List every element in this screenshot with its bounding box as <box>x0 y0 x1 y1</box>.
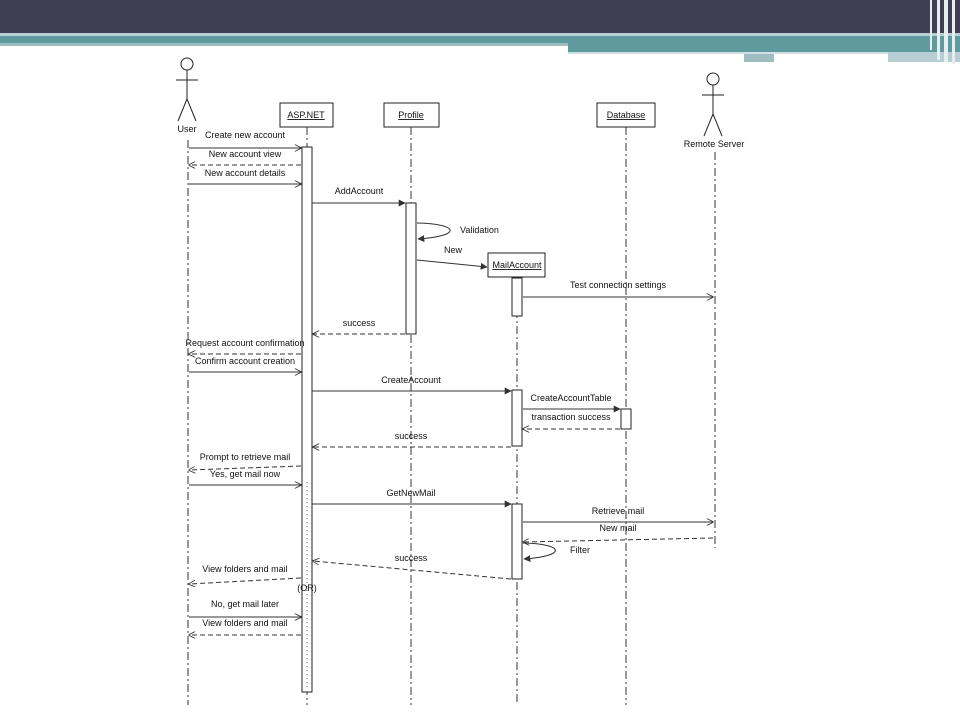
msg-no-get-mail-later-label: No, get mail later <box>211 599 279 609</box>
database-activation <box>620 408 632 430</box>
msg-success-create-label: success <box>395 431 428 441</box>
profile-object-label: Profile <box>398 110 424 120</box>
remote-server-actor-label: Remote Server <box>684 139 745 149</box>
msg-get-new-mail-label: GetNewMail <box>386 488 435 498</box>
msg-yes-get-mail-label: Yes, get mail now <box>210 469 281 479</box>
msg-add-account-label: AddAccount <box>335 186 384 196</box>
header-stripe-right <box>568 43 960 52</box>
msg-create-new-account-label: Create new account <box>205 130 286 140</box>
msg-request-confirmation-label: Request account confirmation <box>185 338 304 348</box>
msg-view-folders-2-label: View folders and mail <box>202 618 287 628</box>
msg-filter-label: Filter <box>570 545 590 555</box>
msg-prompt-retrieve-arrow <box>189 465 302 470</box>
msg-view-folders-1-label: View folders and mail <box>202 564 287 574</box>
slide-header <box>0 0 960 64</box>
database-object-box <box>596 102 656 128</box>
or-fragment-label: (OR) <box>297 583 317 593</box>
header-stripe-right-light <box>568 52 888 54</box>
mailaccount-activation-1 <box>511 277 523 317</box>
header-bar <box>0 0 960 33</box>
msg-validation-label: Validation <box>460 225 499 235</box>
msg-success-mail-label: success <box>395 553 428 563</box>
mailaccount-activation-2 <box>511 389 523 447</box>
msg-new-mail-label: New mail <box>599 523 636 533</box>
msg-create-account-table-label: CreateAccountTable <box>530 393 611 403</box>
user-actor-icon <box>176 57 198 122</box>
msg-new-account-view-label: New account view <box>209 149 282 159</box>
aspnet-object-box <box>279 102 334 128</box>
msg-create-account-label: CreateAccount <box>381 375 441 385</box>
header-stripe-tab <box>744 54 774 62</box>
mailaccount-object-label: MailAccount <box>492 260 542 270</box>
profile-activation <box>405 202 417 335</box>
header-vertical-lines <box>930 0 955 64</box>
user-actor-label: User <box>177 124 196 134</box>
header-stripe-far <box>888 52 960 62</box>
msg-new-mail-arrow <box>523 537 714 542</box>
msg-confirm-creation-label: Confirm account creation <box>195 356 295 366</box>
database-object-label: Database <box>607 110 646 120</box>
msg-success-mail-arrow <box>313 561 512 580</box>
mailaccount-activation-3 <box>511 503 523 580</box>
header-stripe-teal <box>0 36 960 43</box>
mailaccount-object-box <box>487 252 546 278</box>
header-stripe-light <box>0 33 960 36</box>
msg-filter-arrow <box>522 542 556 563</box>
msg-new-arrow <box>416 259 488 270</box>
aspnet-object-label: ASP.NET <box>287 110 325 120</box>
msg-retrieve-mail-label: Retrieve mail <box>592 506 645 516</box>
remote-server-actor-icon <box>702 72 724 137</box>
profile-object-box <box>383 102 440 128</box>
msg-new-label: New <box>444 245 463 255</box>
msg-view-folders-1-arrow <box>189 577 302 584</box>
msg-success-profile-label: success <box>343 318 376 328</box>
msg-prompt-retrieve-label: Prompt to retrieve mail <box>200 452 291 462</box>
msg-validation-arrow <box>416 222 451 243</box>
aspnet-activation <box>301 146 313 693</box>
msg-new-account-details-label: New account details <box>205 168 286 178</box>
msg-test-connection-label: Test connection settings <box>570 280 667 290</box>
msg-transaction-success-label: transaction success <box>531 412 611 422</box>
header-stripe-lower <box>0 43 568 46</box>
